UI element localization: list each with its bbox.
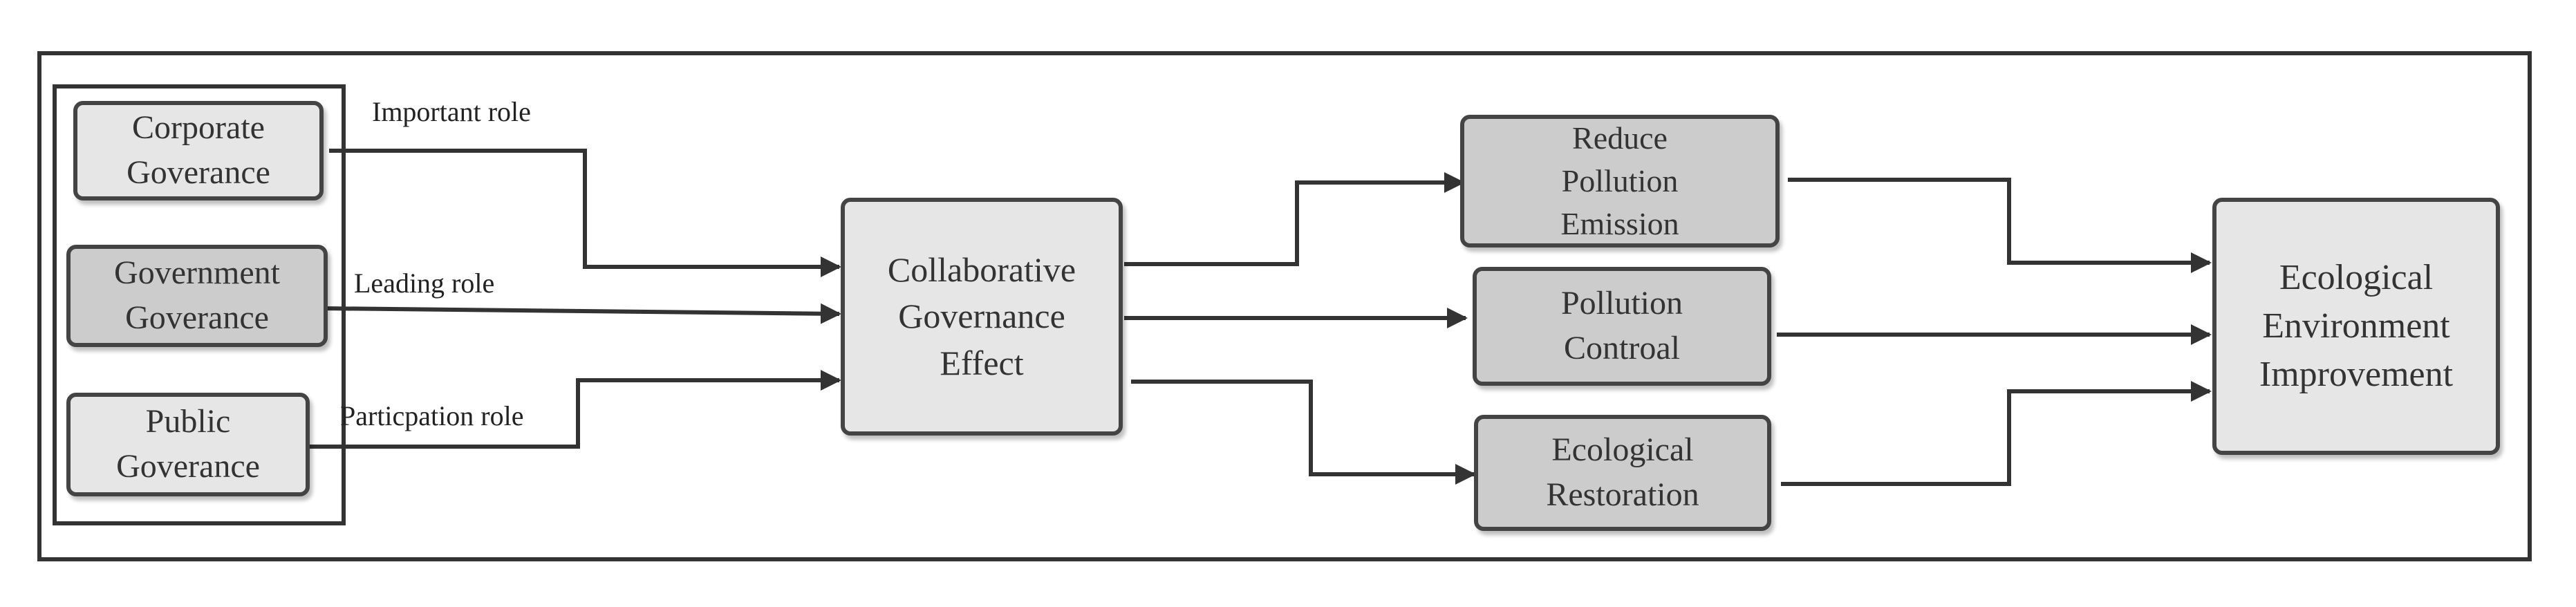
label-important-role: Important role <box>372 96 531 127</box>
node-corporate-governance-label: Corporate Goverance <box>127 109 270 191</box>
diagram-frame <box>37 51 2532 561</box>
label-leading-role: Leading role <box>354 268 495 299</box>
node-ecological-restoration-label: Ecological Restoration <box>1546 431 1699 513</box>
node-reduce-pollution-emission-label: Reduce Pollution Emission <box>1560 120 1679 242</box>
node-government-governance: Government Goverance <box>66 245 328 347</box>
edge-government-collab <box>323 303 841 324</box>
node-public-governance-label: Public Goverance <box>116 403 260 485</box>
node-collaborative-governance-effect-label: Collaborative Governance Effect <box>887 250 1076 382</box>
node-reduce-pollution-emission: Reduce Pollution Emission <box>1460 115 1780 248</box>
edge-collab-restoration <box>1131 380 1476 485</box>
node-government-governance-label: Government Goverance <box>114 254 280 336</box>
edge-collab-reduce <box>1124 172 1465 266</box>
node-ecological-environment-improvement: Ecological Environment Improvement <box>2212 198 2500 455</box>
node-collaborative-governance-effect: Collaborative Governance Effect <box>841 198 1123 436</box>
edge-public-collab <box>308 370 841 449</box>
node-corporate-governance: Corporate Goverance <box>73 101 324 200</box>
node-pollution-control-label: Pollution Controal <box>1560 285 1683 366</box>
node-ecological-restoration: Ecological Restoration <box>1474 415 1771 531</box>
node-pollution-control: Pollution Controal <box>1473 267 1771 386</box>
node-public-governance: Public Goverance <box>66 393 310 496</box>
edge-restoration-improvement <box>1781 381 2212 486</box>
label-participation-role: Particpation role <box>340 400 524 431</box>
governance-group-box <box>53 84 346 525</box>
edge-corporate-collab <box>329 149 841 277</box>
node-ecological-environment-improvement-label: Ecological Environment Improvement <box>2259 257 2454 395</box>
edge-reduce-improvement <box>1788 178 2212 273</box>
